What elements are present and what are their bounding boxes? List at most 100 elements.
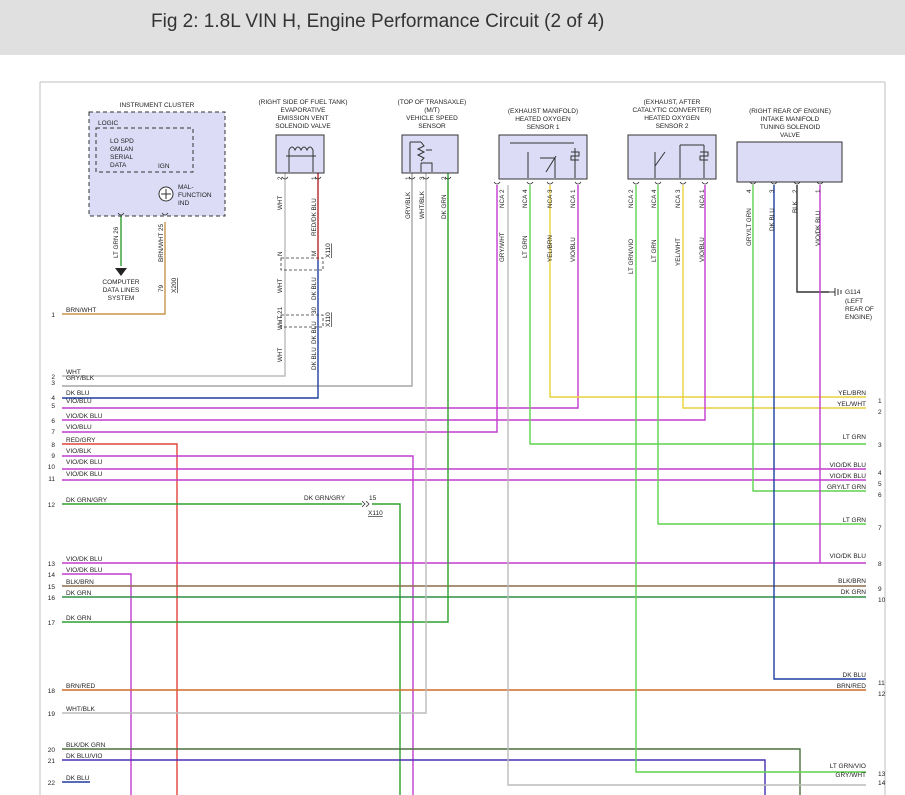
wire-lt-grn-vio-r13 (635, 185, 866, 773)
right-pin-wire-6: GRY/LT GRN (827, 484, 866, 491)
vertical-label-x200pin: 79 (158, 284, 165, 292)
left-pin-number-9: 9 (51, 453, 55, 460)
right-pin-wire-12: BRN/RED (837, 683, 867, 690)
vertical-label-im_p3: 3 (769, 189, 776, 193)
right-pin-number-13: 13 (878, 771, 886, 778)
vertical-label-im_p4: 4 (746, 189, 753, 193)
left-pin-number-18: 18 (48, 688, 56, 695)
wire-dk-grn-gry-out (372, 503, 401, 795)
left-pin-number-1: 1 (51, 312, 55, 319)
ho2s1-box (498, 134, 588, 180)
connector-mark-4 (444, 176, 452, 180)
left-pin-wire-11: VIO/DK BLU (66, 471, 103, 478)
wire-brn-wht-1 (62, 222, 166, 315)
left-pin-wire-12: DK GRN/GRY (66, 497, 108, 504)
vertical-label-h2_nca4: NCA (699, 194, 706, 208)
connector-mark-3 (422, 176, 430, 180)
left-pin-wire-1: BRN/WHT (66, 307, 96, 314)
vertical-label-ev_m: M (311, 251, 318, 256)
ground-symbol-icon (829, 288, 842, 296)
left-pin-number-12: 12 (48, 502, 56, 509)
vertical-label-h2_nca2: NCA (651, 194, 658, 208)
connector-mark-11 (679, 181, 687, 185)
left-pin-number-2: 2 (51, 374, 55, 381)
right-pin-number-6: 6 (878, 492, 882, 499)
vertical-label-ev_wht1: WHT (277, 196, 284, 210)
vertical-label-h1_p1: 1 (570, 189, 577, 193)
left-pin-number-11: 11 (48, 476, 55, 483)
connector-mark-7 (546, 181, 554, 185)
left-pin-number-5: 5 (51, 403, 55, 410)
connector-mark-12 (701, 181, 709, 185)
right-pin-wire-5: VIO/DK BLU (830, 473, 867, 480)
wire-blk-dk-grn-20 (62, 748, 801, 795)
left-pin-number-6: 6 (51, 418, 55, 425)
connector-mark-5 (493, 181, 501, 185)
computer-data-lines-2: SYSTEM (108, 295, 135, 302)
cluster-mil-2: IND (178, 200, 190, 207)
left-pin-wire-17: DK GRN (66, 615, 92, 622)
component-vss-label-0: (TOP OF TRANSAXLE) (398, 99, 467, 106)
connector-mark-15 (793, 181, 801, 185)
right-pin-number-14: 14 (878, 780, 886, 787)
cluster-data-line-0: LO SPD (110, 138, 134, 145)
evap-coil-icon (286, 146, 316, 157)
right-pin-wire-9: BLK/BRN (838, 578, 866, 585)
wire-yel-wht-r2 (682, 185, 866, 409)
vertical-label-im_grylt: GRY/LT GRN (746, 208, 753, 246)
left-pin-wire-21: DK BLU/VIO (66, 753, 102, 760)
right-pin-number-9: 9 (878, 586, 882, 593)
connector-mark-6 (526, 181, 534, 185)
connector-x200: X200 (171, 277, 178, 293)
wire-blk-ground (796, 185, 829, 293)
left-pin-number-22: 22 (48, 780, 56, 787)
vertical-label-ic_brnwht: BRN/WHT 25 (158, 223, 165, 262)
left-pin-wire-5: VIO/BLU (66, 398, 92, 405)
vertical-label-im_p2: 2 (792, 189, 799, 193)
inline-connector-icon-0 (361, 500, 370, 508)
wires-layer (62, 172, 866, 795)
vertical-label-vs_gryblk: GRY/BLK (405, 191, 412, 219)
wire-lt-grn-r7 (657, 185, 866, 525)
vertical-label-h2_vioblu: VIO/BLU (699, 237, 706, 262)
component-evap-label-1: EVAPORATIVE (281, 107, 327, 114)
computer-data-lines-0: COMPUTER (102, 279, 140, 286)
connector-mark-1 (314, 176, 322, 180)
mid-pin-15: 15 (369, 495, 377, 502)
connector-mark-2 (408, 176, 416, 180)
wire-vio-dk-blu-14 (62, 573, 132, 795)
vertical-label-h1_p3: 3 (547, 189, 554, 193)
left-pin-number-21: 21 (48, 758, 56, 765)
vertical-label-h1_nca3: NCA (547, 194, 554, 208)
ho2s1-sensor-icon (510, 142, 580, 178)
vertical-label-h1_p4: 4 (522, 189, 529, 193)
ground-name: G114 (845, 289, 861, 296)
evap-coil-leads-icon (288, 150, 314, 172)
vertical-label-ev_30: 30 (311, 306, 318, 314)
left-pin-wire-14: VIO/DK BLU (66, 567, 103, 574)
left-pin-number-17: 17 (48, 620, 56, 627)
vertical-label-im_p1: 1 (815, 189, 822, 193)
vertical-label-h2_p1: 1 (699, 189, 706, 193)
component-layer (88, 111, 843, 328)
vertical-label-h2_nca1: NCA (628, 194, 635, 208)
vertical-label-h2_p3: 3 (675, 189, 682, 193)
right-pin-wire-7: LT GRN (843, 517, 867, 524)
right-pin-wire-14: GRY/WHT (835, 772, 866, 779)
right-pin-wire-2: YEL/WHT (837, 401, 866, 408)
component-hos2-label-1: CATALYTIC CONVERTER) (633, 107, 712, 114)
ground-loc-2: ENGINE) (845, 314, 872, 321)
left-pin-wire-15: BLK/BRN (66, 579, 94, 586)
connector-x110-evap-b: X110 (325, 312, 332, 327)
component-imt-label-0: (RIGHT REAR OF ENGINE) (749, 108, 831, 115)
component-imt-label-1: INTAKE MANIFOLD (761, 116, 820, 123)
x400-connector-box (280, 257, 324, 271)
vertical-label-ev_redblu: RED/DK BLU (311, 198, 318, 236)
vertical-label-vs_p1: 1 (405, 176, 412, 180)
right-pin-number-3: 3 (878, 442, 882, 449)
left-pin-wire-20: BLK/DK GRN (66, 742, 106, 749)
vertical-label-h1_nca1: NCA (499, 194, 506, 208)
data-line-arrow-icon (115, 268, 127, 276)
right-pin-wire-11: DK BLU (843, 672, 867, 679)
component-vss-label-2: VEHICLE SPEED (406, 115, 458, 122)
